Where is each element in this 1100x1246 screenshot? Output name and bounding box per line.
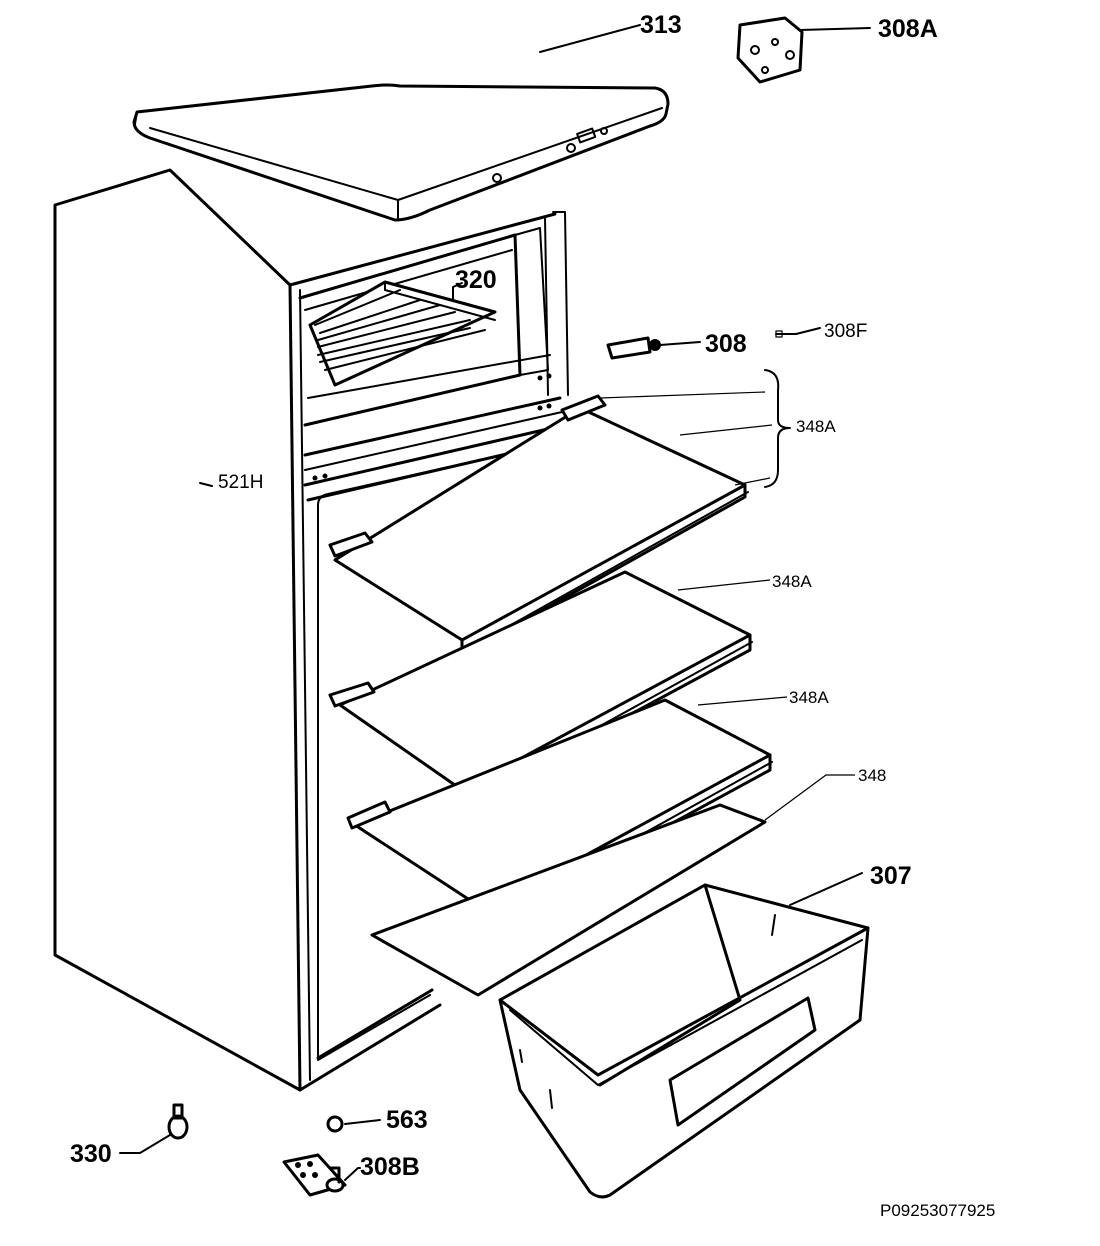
label-hinge-pin: 308F [824,321,867,342]
top-panel [132,83,670,222]
freezer-grid [308,280,497,387]
cabinet-body [53,168,569,1092]
label-nut: 563 [386,1106,428,1134]
nut-part [326,1115,344,1133]
label-hinge: 308 [705,330,747,358]
label-top-panel: 313 [640,11,682,39]
hinge-pin-part [775,330,797,338]
bottom-hinge-part [282,1153,347,1197]
reference-number: P09253077925 [880,1201,995,1220]
label-freezer-grid: 320 [455,266,497,294]
hinge-part [606,336,661,360]
label-drawer: 307 [870,862,912,890]
foot-part [167,1103,189,1140]
drawer [498,883,870,1199]
label-bottom-hinge: 308B [360,1153,420,1181]
label-shelf-middle-2: 348A [789,688,829,707]
leader-lines [119,24,871,1181]
shelf-upper [328,394,749,657]
label-shelf-bottom: 348 [858,766,886,785]
label-top-hinge: 308A [878,15,938,43]
label-shelf-upper: 348A [796,417,836,436]
label-shelf-middle-1: 348A [772,572,812,591]
shelf-bottom [370,803,767,997]
label-cabinet: 521H [218,472,263,493]
top-hinge-part [736,16,804,84]
label-foot: 330 [70,1140,112,1168]
